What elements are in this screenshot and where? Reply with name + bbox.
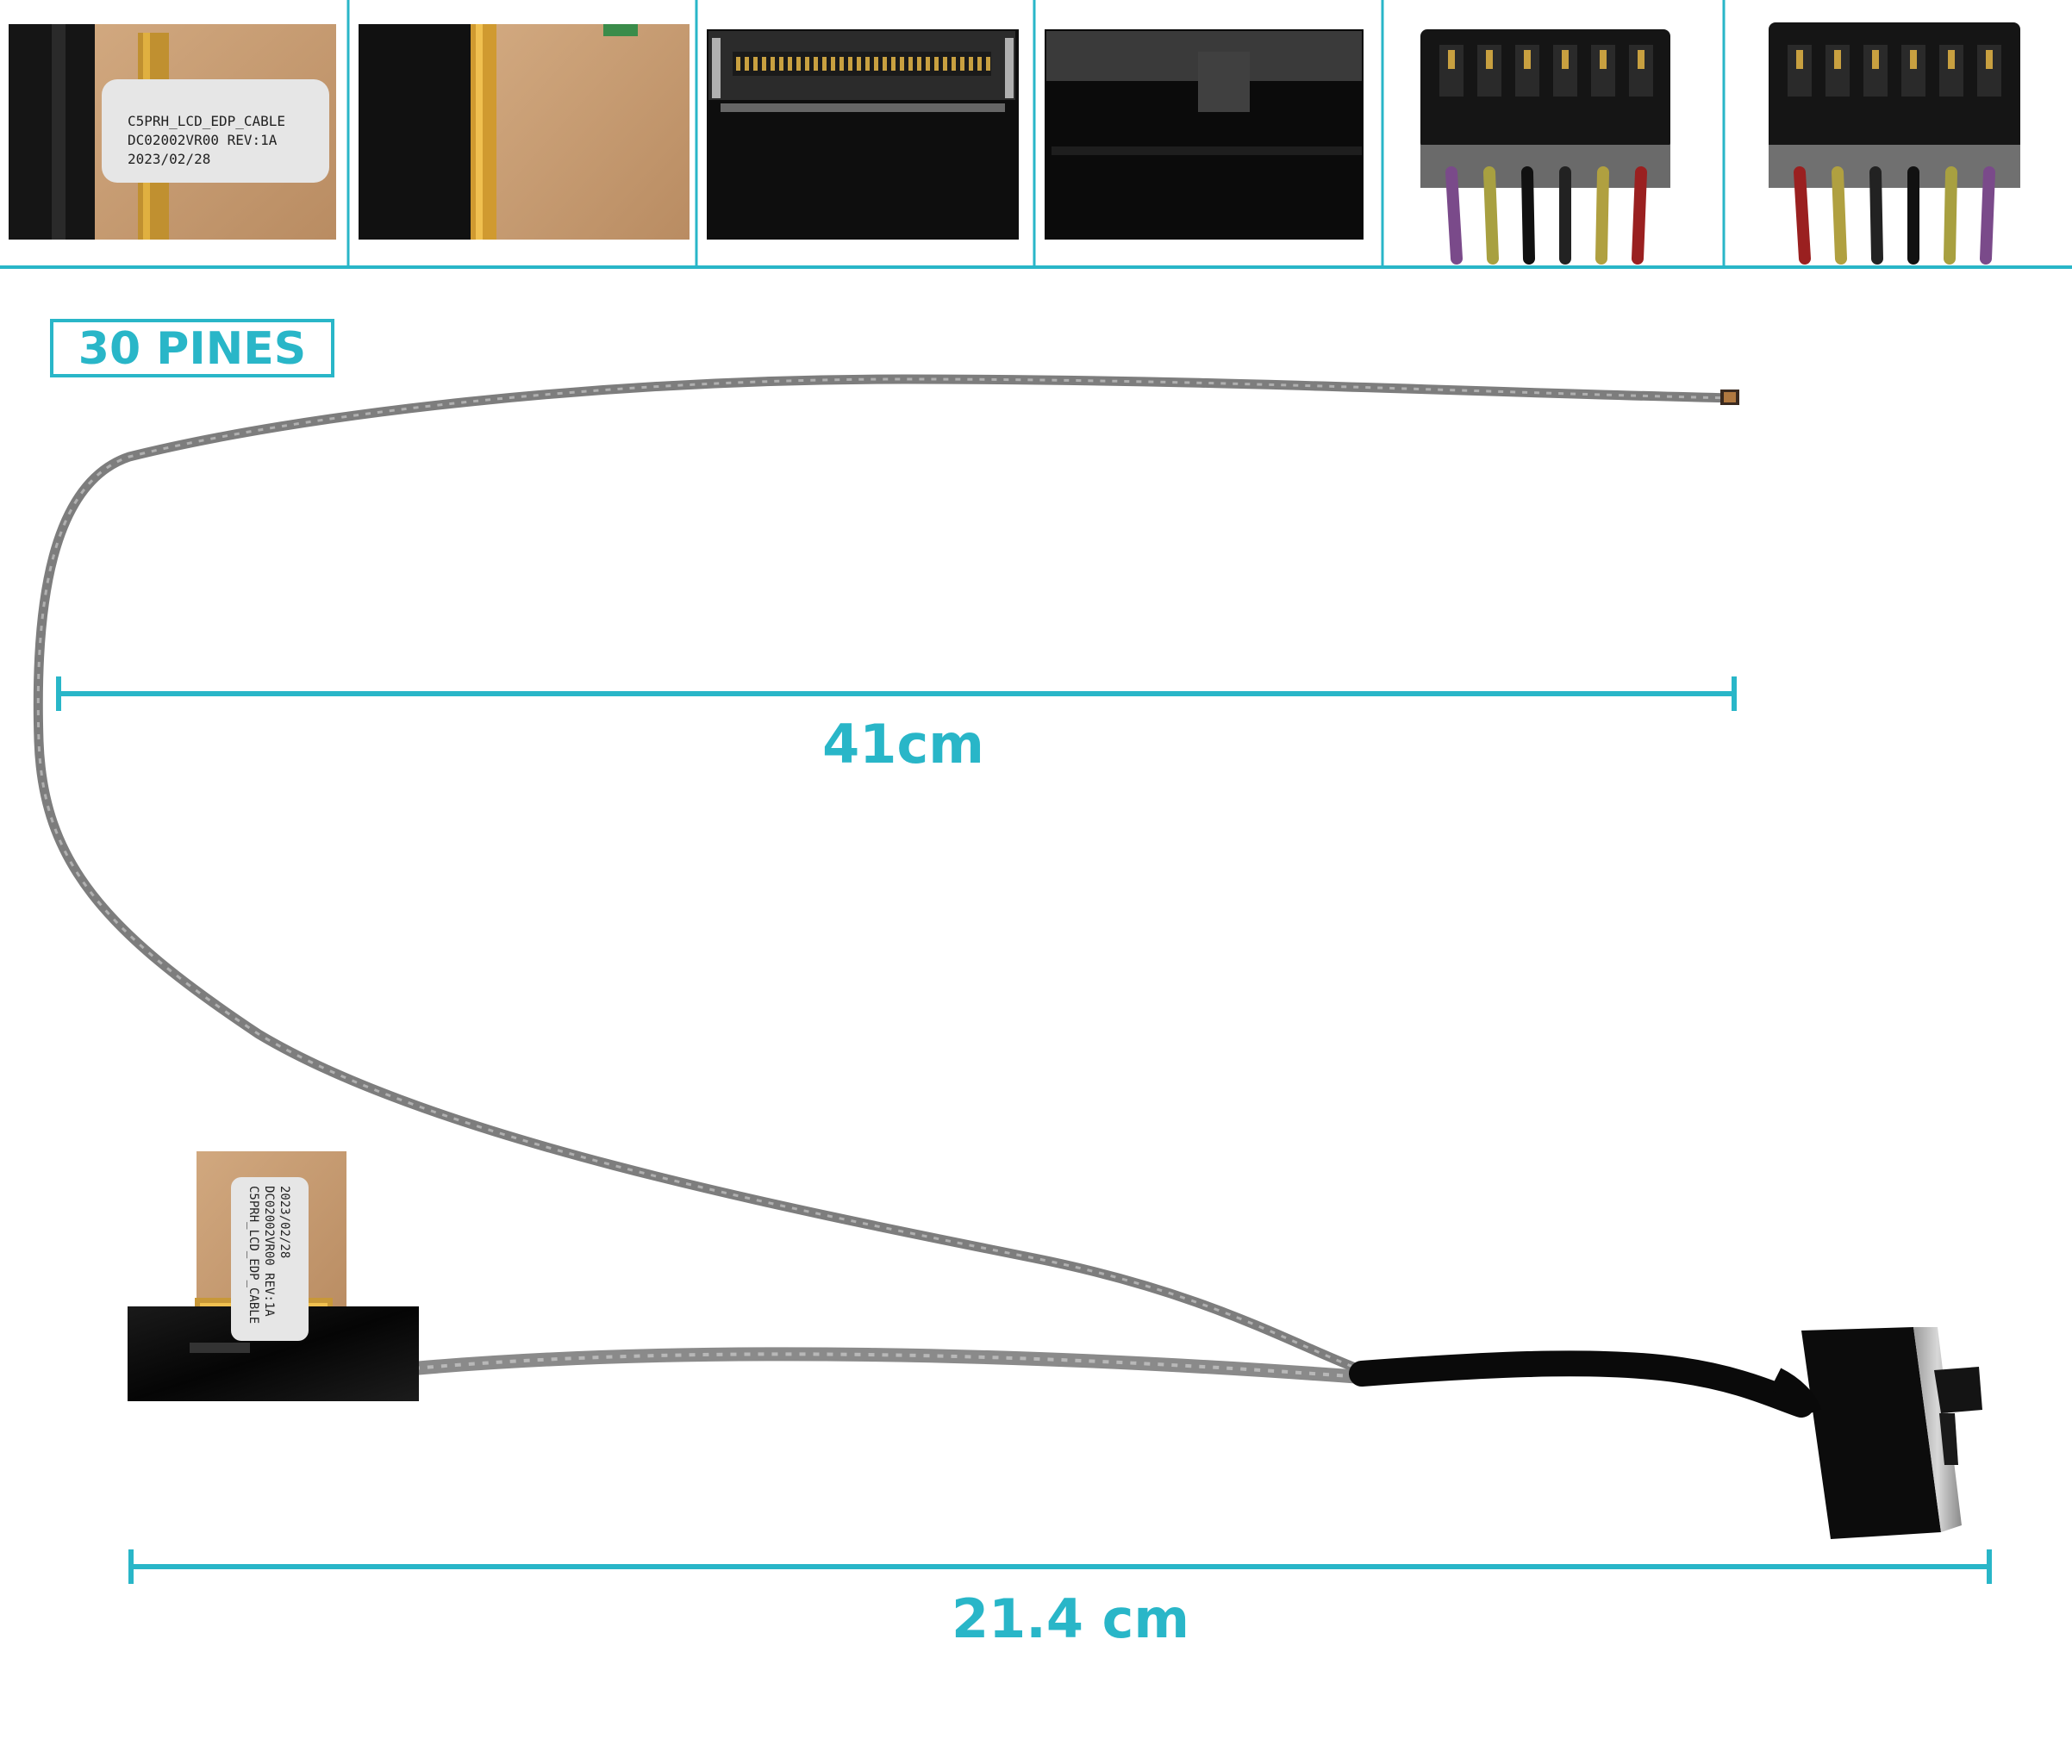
thumb-label-line: 2023/02/28 bbox=[128, 151, 210, 167]
dimension-bottom: 21.4 cm bbox=[128, 1549, 1992, 1650]
thumb-plug-pin bbox=[1986, 50, 1993, 69]
thumb-label-closeup: C5PRH_LCD_EDP_CABLE DC02002VR00 REV:1A 2… bbox=[0, 19, 345, 267]
thumb-pin bbox=[762, 57, 766, 71]
thumb-pin bbox=[960, 57, 964, 71]
thumb-wire bbox=[1595, 166, 1609, 265]
thumb-wire-plug-front bbox=[1420, 29, 1670, 265]
thumb-plug-pin bbox=[1486, 50, 1493, 69]
thumb-pin bbox=[952, 57, 956, 71]
thumb-pin bbox=[831, 57, 835, 71]
thumb-pin bbox=[814, 57, 818, 71]
thumb-pin bbox=[891, 57, 896, 71]
thumb-pin bbox=[736, 57, 740, 71]
thumb-plug-wires bbox=[1794, 166, 1995, 265]
thumb-pin bbox=[753, 57, 758, 71]
thumb-pin bbox=[977, 57, 982, 71]
cable-label-line: DC02002VR00 REV:1A bbox=[262, 1186, 276, 1317]
dimension-top-label: 41cm bbox=[822, 713, 984, 776]
thumb-connector-back bbox=[1045, 29, 1364, 240]
thumb-pin-row bbox=[736, 57, 990, 71]
pin-count-badge: 30 PINES bbox=[50, 319, 334, 377]
thumb-pin bbox=[934, 57, 939, 71]
cable-heatshrink bbox=[1349, 1350, 1814, 1418]
thumb-plug-pin bbox=[1524, 50, 1531, 69]
cable-label-sticker bbox=[231, 1177, 309, 1341]
thumb-connector-side bbox=[359, 24, 690, 240]
dimension-bottom-label: 21.4 cm bbox=[952, 1587, 1189, 1650]
thumb-plug-pin bbox=[1872, 50, 1879, 69]
thumb-pin bbox=[926, 57, 930, 71]
thumb-pin bbox=[805, 57, 809, 71]
pin-count-text: 30 PINES bbox=[78, 323, 306, 375]
thumb-pin bbox=[943, 57, 947, 71]
thumb-plug-wires bbox=[1445, 166, 1647, 265]
thumb-plug-slots bbox=[1439, 45, 1653, 97]
thumb-plug-pin bbox=[1948, 50, 1955, 69]
thumb-pin bbox=[883, 57, 887, 71]
thumb-wire bbox=[1944, 166, 1957, 265]
thumb-plug-pin bbox=[1638, 50, 1644, 69]
thumb-wire bbox=[1832, 166, 1847, 265]
thumb-wire bbox=[1794, 166, 1811, 265]
thumb-pin bbox=[779, 57, 783, 71]
motherboard-connector bbox=[1769, 1327, 1982, 1539]
thumb-plug-pin bbox=[1448, 50, 1455, 69]
thumb-label-line: C5PRH_LCD_EDP_CABLE bbox=[128, 113, 285, 129]
thumb-wire bbox=[1869, 166, 1883, 265]
dimension-top: 41cm bbox=[56, 676, 1737, 776]
thumb-label-sticker bbox=[102, 79, 329, 183]
cable-label-line: C5PRH_LCD_EDP_CABLE bbox=[247, 1186, 260, 1324]
thumb-pin bbox=[745, 57, 749, 71]
thumb-pin bbox=[796, 57, 801, 71]
thumb-wire bbox=[1483, 166, 1499, 265]
thumb-wire bbox=[1980, 166, 1995, 265]
thumb-wire bbox=[1445, 166, 1463, 265]
thumb-wire bbox=[1632, 166, 1647, 265]
thumbnail-strip: C5PRH_LCD_EDP_CABLE DC02002VR00 REV:1A 2… bbox=[0, 0, 2072, 269]
edp-connector: C5PRH_LCD_EDP_CABLE DC02002VR00 REV:1A 2… bbox=[128, 1151, 419, 1401]
thumb-plug-pin bbox=[1796, 50, 1803, 69]
thumb-pin bbox=[839, 57, 844, 71]
thumb-pin bbox=[848, 57, 852, 71]
thumb-pin bbox=[822, 57, 827, 71]
lcd-cable: C5PRH_LCD_EDP_CABLE DC02002VR00 REV:1A 2… bbox=[33, 374, 1982, 1539]
thumb-pin bbox=[908, 57, 913, 71]
thumb-connector-pins bbox=[707, 29, 1019, 240]
thumb-plug-pin bbox=[1600, 50, 1607, 69]
thumb-wire-plug-back bbox=[1769, 22, 2020, 265]
thumb-label-line: DC02002VR00 REV:1A bbox=[128, 132, 278, 148]
thumb-wire bbox=[1521, 166, 1535, 265]
thumb-plug-pin bbox=[1910, 50, 1917, 69]
thumb-pin bbox=[900, 57, 904, 71]
thumb-pin bbox=[917, 57, 921, 71]
thumb-pin bbox=[986, 57, 990, 71]
thumb-plug-slots bbox=[1788, 45, 2001, 97]
cable-label-line: 2023/02/28 bbox=[278, 1186, 291, 1258]
thumb-pin bbox=[857, 57, 861, 71]
thumb-pin bbox=[771, 57, 775, 71]
thumb-pin bbox=[788, 57, 792, 71]
thumb-pin bbox=[874, 57, 878, 71]
thumb-plug-pin bbox=[1834, 50, 1841, 69]
thumb-plug-pin bbox=[1562, 50, 1569, 69]
thumb-pin bbox=[969, 57, 973, 71]
thumbnail-separators bbox=[0, 0, 2072, 269]
thumb-pin bbox=[865, 57, 870, 71]
